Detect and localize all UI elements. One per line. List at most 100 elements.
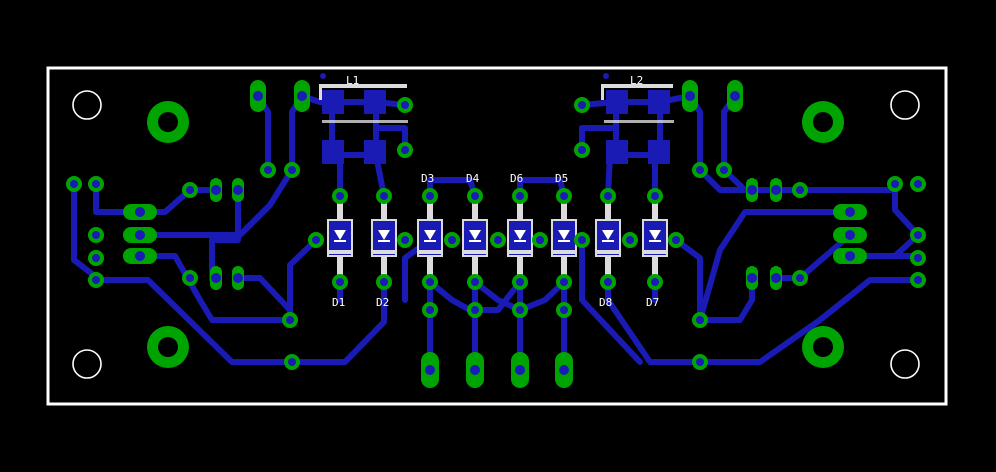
round-pad <box>182 182 198 198</box>
oval-pad <box>232 266 244 290</box>
oval-pad <box>123 248 157 264</box>
round-pad <box>647 274 663 290</box>
round-pad <box>910 227 926 243</box>
diode <box>327 200 353 280</box>
oval-pad <box>294 80 310 112</box>
round-pad <box>376 188 392 204</box>
diode <box>595 200 621 280</box>
trace <box>892 187 921 238</box>
diode <box>371 200 397 280</box>
label-l1: L1 <box>346 74 359 87</box>
round-pad <box>556 188 572 204</box>
oval-pad <box>421 352 439 388</box>
label-d7: D7 <box>646 296 659 309</box>
round-pad <box>716 162 732 178</box>
oval-pad <box>727 80 743 112</box>
diodes <box>327 200 668 280</box>
oval-pad <box>232 178 244 202</box>
round-pad <box>600 274 616 290</box>
round-pad <box>332 274 348 290</box>
silk-labels: L1 L2 D3 D4 D6 D5 D1 D2 D8 D7 <box>332 74 659 309</box>
trace <box>289 277 387 365</box>
round-pad <box>792 270 808 286</box>
label-d2: D2 <box>376 296 389 309</box>
label-d6: D6 <box>510 172 523 185</box>
round-pad <box>512 302 528 318</box>
mounting-hole <box>72 349 102 379</box>
round-pad <box>622 232 638 248</box>
trace <box>137 253 293 323</box>
mounting-hole <box>72 90 102 120</box>
round-pad <box>910 176 926 192</box>
oval-pad <box>682 80 698 112</box>
label-d5: D5 <box>555 172 568 185</box>
label-d1: D1 <box>332 296 345 309</box>
trace <box>697 209 853 323</box>
round-pad <box>332 188 348 204</box>
round-pad <box>88 250 104 266</box>
mounting-hole <box>890 349 920 379</box>
round-pad <box>910 250 926 266</box>
trace <box>235 275 293 313</box>
label-d8: D8 <box>599 296 612 309</box>
round-pad <box>490 232 506 248</box>
trace <box>721 167 898 193</box>
round-pad <box>512 274 528 290</box>
round-pad <box>532 232 548 248</box>
round-pad <box>792 182 808 198</box>
round-pad <box>512 188 528 204</box>
round-pad <box>397 142 413 158</box>
oval-pad <box>833 248 867 264</box>
mounting-holes <box>72 90 920 379</box>
round-pad <box>556 274 572 290</box>
oval-pads <box>123 80 867 388</box>
round-pad <box>284 354 300 370</box>
oval-pad <box>770 178 782 202</box>
label-l2: L2 <box>630 74 643 87</box>
round-pad <box>600 188 616 204</box>
diode <box>417 200 443 280</box>
trace <box>287 237 319 323</box>
trace <box>673 237 703 323</box>
round-pad <box>284 162 300 178</box>
oval-pad <box>833 227 867 243</box>
round-pad <box>444 232 460 248</box>
round-pad <box>692 162 708 178</box>
large-pads <box>147 101 844 368</box>
round-pad <box>88 227 104 243</box>
oval-pad <box>466 352 484 388</box>
round-pad <box>467 302 483 318</box>
round-pad <box>887 176 903 192</box>
oval-pad <box>833 204 867 220</box>
round-pad <box>182 270 198 286</box>
inductor-l2 <box>601 73 674 164</box>
round-pad <box>66 176 82 192</box>
oval-pad <box>210 178 222 202</box>
round-pads <box>66 97 926 370</box>
round-pad <box>910 272 926 288</box>
trace <box>209 187 241 283</box>
oval-pad <box>746 178 758 202</box>
label-d3: D3 <box>421 172 434 185</box>
round-pad <box>88 272 104 288</box>
round-pad <box>668 232 684 248</box>
diode <box>462 200 488 280</box>
trace <box>579 237 643 365</box>
round-pad <box>467 188 483 204</box>
round-pad <box>574 97 590 113</box>
round-pad <box>556 302 572 318</box>
board-outline <box>46 66 948 406</box>
round-pad <box>422 188 438 204</box>
diode <box>551 200 577 280</box>
label-d4: D4 <box>466 172 480 185</box>
diode <box>642 200 668 280</box>
round-pad <box>282 312 298 328</box>
oval-pad <box>123 227 157 243</box>
trace <box>697 277 921 365</box>
round-pad <box>88 176 104 192</box>
oval-pad <box>123 204 157 220</box>
round-pad <box>574 232 590 248</box>
round-pad <box>422 274 438 290</box>
round-pad <box>647 188 663 204</box>
